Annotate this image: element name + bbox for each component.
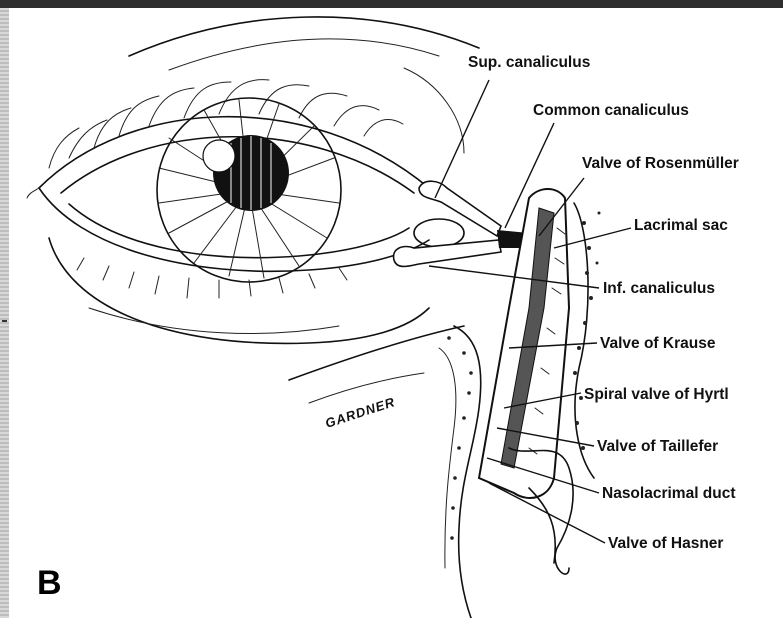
illustration-canvas: GARDNER Sup. canaliculus Common canalicu… [9, 8, 783, 618]
facial-contour [289, 326, 481, 618]
label-valve-rosenmuller: Valve of Rosenmüller [582, 155, 739, 172]
left-edge-strip [0, 8, 9, 618]
panel-letter: B [37, 564, 62, 602]
label-valve-taillefer: Valve of Taillefer [597, 438, 718, 455]
label-valve-hasner: Valve of Hasner [608, 535, 723, 552]
superior-canaliculus [419, 181, 501, 236]
label-spiral-valve-hyrtl: Spiral valve of Hyrtl [584, 386, 729, 403]
edge-mark [2, 320, 7, 322]
label-common-canaliculus: Common canaliculus [533, 102, 689, 119]
label-nasolacrimal-duct: Nasolacrimal duct [602, 485, 736, 502]
caruncle [414, 219, 464, 247]
lacrimal-anatomy-diagram: GARDNER Sup. canaliculus Common canalicu… [9, 8, 783, 618]
lower-eyelashes [77, 258, 347, 298]
canaliculi [394, 181, 539, 266]
inferior-canaliculus [394, 240, 501, 267]
label-lacrimal-sac: Lacrimal sac [634, 217, 728, 234]
label-sup-canaliculus: Sup. canaliculus [468, 54, 590, 71]
bone-stipple [573, 212, 601, 451]
label-inf-canaliculus: Inf. canaliculus [603, 280, 715, 297]
artist-signature: GARDNER [323, 394, 397, 431]
label-valve-krause: Valve of Krause [600, 335, 716, 352]
eye-highlight [203, 140, 235, 172]
top-bar [0, 0, 783, 8]
